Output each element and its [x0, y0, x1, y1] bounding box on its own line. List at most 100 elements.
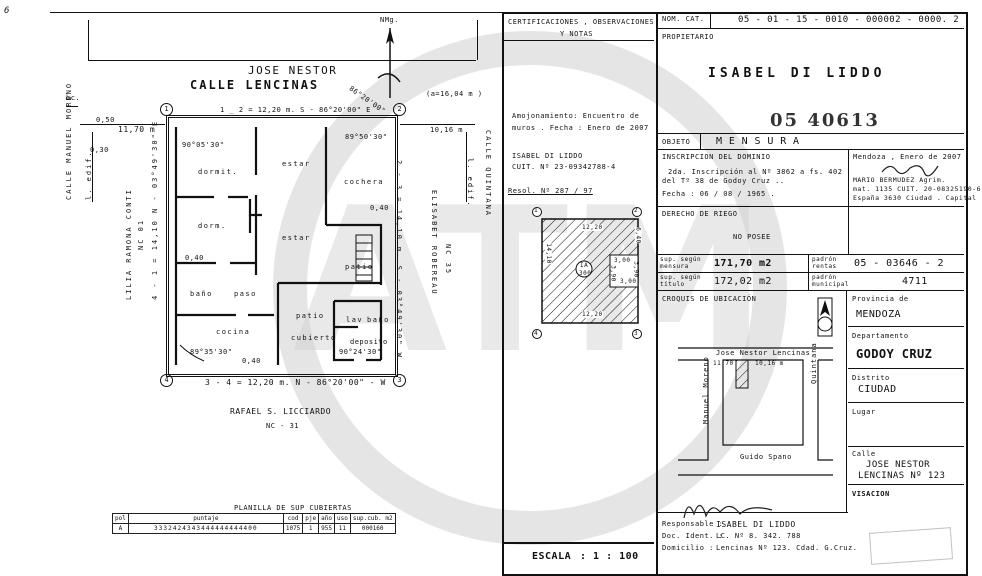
planilla-header-ano: año	[318, 513, 335, 524]
room-dormit: dormit.	[198, 168, 239, 176]
planilla-cell-uso: 11	[333, 523, 351, 534]
planilla-header-uso: uso	[333, 513, 351, 524]
mini-ia-value: 300	[579, 270, 592, 277]
room-patio-cubierto-2: cubierto	[291, 334, 337, 342]
distrito-value: CIUDAD	[858, 384, 897, 395]
room-cochera: cochera	[344, 178, 385, 186]
nom-cat-value: 05 - 01 - 15 - 0010 - 000002 - 0000. 2	[738, 15, 960, 25]
planilla-header-row: pol puntaje cod pje año uso sup.cub. m2	[112, 513, 396, 524]
escala-value: : 1 : 100	[580, 551, 639, 562]
side-4-1-label: 4 - 1 = 14,10 N - 03°49'30" E	[151, 119, 159, 300]
north-arrow-icon	[377, 28, 401, 98]
room-patio: patio	[345, 263, 374, 271]
side-1-2-label: 1 _ 2 = 12,20 m. S - 86°20'00" E	[220, 106, 371, 114]
room-estar-1: estar	[282, 160, 311, 168]
room-cocina: cocina	[216, 328, 251, 336]
owner-north: JOSE NESTOR	[248, 64, 338, 77]
dim-040-b: 0,40	[185, 254, 204, 262]
inscripcion-label: INSCRIPCION DEL DOMINIO	[662, 153, 771, 161]
escala-label: ESCALA	[532, 551, 572, 562]
agrim-line-2: mat. 1135 CUIT. 20-08325190-6	[853, 185, 981, 193]
point-3-marker: 3	[393, 374, 406, 387]
left-offset: 11,70 m	[118, 125, 156, 134]
distrito-label: Distrito	[852, 374, 890, 382]
left-neighbor-name: LILIA RAMONA CONTI	[125, 188, 133, 300]
calle-label: Calle	[852, 450, 876, 458]
sup-mensura-label: sup. según mensura	[660, 256, 702, 270]
room-bano-1: baño	[190, 290, 213, 298]
objeto-label: OBJETO	[662, 138, 691, 146]
croquis-street-east: Quintana	[810, 342, 818, 384]
croquis-dim-10-16: 10,16 m	[755, 360, 784, 367]
south-nc: NC - 31	[266, 422, 300, 430]
responsable-label: Responsable :	[662, 520, 724, 528]
angle-br: 90°24'30"	[339, 348, 382, 356]
info-panel	[656, 12, 968, 576]
cert-header-2: Y NOTAS	[560, 30, 594, 38]
dim-040-c: 0,40	[242, 357, 261, 365]
angle-tl: 90°05'30"	[182, 141, 225, 149]
cert-cuit: CUIT. Nº 23-09342788-4	[512, 163, 616, 171]
visacion-label: VISACION	[852, 490, 890, 498]
croquis-north-icon	[817, 297, 833, 337]
room-dorm: dorm.	[198, 222, 227, 230]
mini-bottom-dim: 12,20	[582, 311, 603, 318]
room-paso: paso	[234, 290, 257, 298]
planilla-cell-pje: 1	[302, 523, 320, 534]
right-offset: 10,16 m	[430, 126, 464, 134]
inscripcion-line-2: del Tº 38 de Godoy Cruz ..	[662, 177, 785, 185]
mini-lot-plan	[532, 207, 642, 339]
point-2-marker: 2	[393, 103, 406, 116]
provincia-value: MENDOZA	[856, 309, 901, 320]
planilla-title: PLANILLA DE SUP CUBIERTAS	[234, 504, 352, 512]
doc-value: LC. Nº 8. 342. 788	[716, 532, 801, 540]
domicilio-value: Lencinas Nº 123. Cdad. G.Cruz.	[716, 544, 858, 552]
propietario-value: ISABEL DI LIDDO	[708, 66, 886, 81]
planilla-cell-cod: 1075	[282, 523, 304, 534]
padron-mun-value: 4711	[902, 276, 928, 287]
planilla-header-sup: sup.cub. m2	[349, 513, 396, 524]
mini-left-dim: 14,10	[544, 243, 552, 264]
riego-label: DERECHO DE RIEGO	[662, 210, 738, 218]
responsable-value: ISABEL DI LIDDO	[716, 520, 796, 529]
side-3-4-label: 3 - 4 = 12,20 m. N - 86°20'00" - W	[205, 378, 386, 387]
cert-owner: ISABEL DI LIDDO	[512, 152, 583, 160]
left-neighbor-nc: NC 01	[137, 218, 145, 250]
agrim-line-3: España 3630 Ciudad . Capital	[853, 194, 977, 202]
dim-050: 0,50	[96, 116, 115, 124]
right-neighbor-name: ELISABET ROBEREAU	[430, 190, 438, 296]
padron-mun-label: padrón municipal	[812, 274, 850, 288]
sup-mensura-value: 171,70 m2	[714, 258, 772, 269]
calle-value-2: LENCINAS Nº 123	[858, 471, 946, 481]
expediente-stamp: 05 40613	[770, 110, 880, 131]
propietario-label: PROPIETARIO	[662, 33, 714, 41]
room-lav: lav	[346, 316, 364, 324]
croquis-street-north: Jose Nestor Lencinas	[716, 349, 811, 357]
mini-300-a: 3,00	[614, 257, 631, 264]
south-neighbor: RAFAEL S. LICCIARDO	[230, 407, 332, 416]
mini-point-4: 4	[534, 330, 539, 337]
calle-value-1: JOSE NESTOR	[866, 460, 931, 470]
doc-label: Doc. Ident. :	[662, 532, 724, 540]
room-patio-cubierto-1: patio	[296, 312, 325, 320]
planilla-header-puntaje: puntaje	[127, 513, 284, 524]
agrimensor-signature-icon	[881, 165, 939, 177]
planilla-cell-pol: A	[112, 523, 129, 534]
right-street-name: CALLE QUINTANA	[484, 130, 492, 218]
right-street-edif: l. edif.	[466, 158, 474, 208]
mini-point-3: 3	[634, 330, 639, 337]
agrim-line-1: MARIO BERMUDEZ Agrim.	[853, 176, 946, 184]
cert-header-1: CERTIFICACIONES , OBSERVACIONES	[508, 18, 655, 26]
croquis-dim-11-70: 11,70	[713, 360, 734, 367]
cert-amojonamiento-2: muros . Fecha : Enero de 2007	[512, 124, 649, 132]
street-north: CALLE LENCINAS	[190, 78, 320, 92]
street-width: (a=16,04 m )	[426, 90, 483, 98]
riego-value: NO POSEE	[733, 233, 771, 241]
inscripcion-fecha: Fecha : 06 / 08 / 1965 .	[662, 190, 776, 198]
corner-mark: 6	[4, 6, 10, 16]
planilla-cell-puntaje: 3332424343444444444400	[127, 523, 284, 534]
mini-point-1: 1	[534, 207, 539, 214]
planilla-cell-sup: 000160	[349, 523, 396, 534]
padron-rentas-value: 05 - 03646 - 2	[854, 258, 944, 269]
room-estar-2: estar	[282, 234, 311, 242]
